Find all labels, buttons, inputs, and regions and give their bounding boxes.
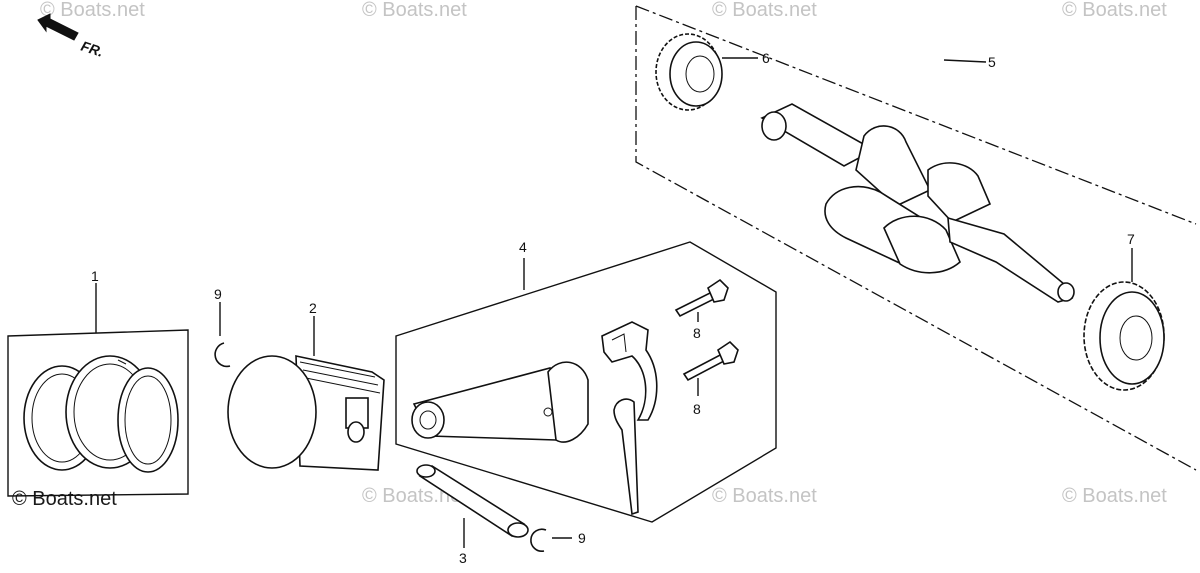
part-7-governor-gear[interactable]: 7 <box>1083 231 1165 391</box>
watermark: © Boats.net <box>1062 0 1167 21</box>
part-8-rod-bolt-lower[interactable]: 8 <box>682 340 739 417</box>
governor-gear-icon <box>1083 281 1165 391</box>
part-1-piston-ring-set[interactable]: 1 <box>7 268 189 497</box>
group-outline <box>635 6 1197 471</box>
group-outline <box>635 5 1197 225</box>
watermark: © Boats.net <box>362 0 467 21</box>
part-6-timing-gear[interactable]: 6 <box>655 33 770 111</box>
part-5-crankshaft-assembly[interactable]: 5 <box>635 5 1197 471</box>
front-direction-indicator: FR. <box>37 13 105 60</box>
crankshaft-assembly-icon <box>760 103 1075 303</box>
callout-1: 1 <box>91 268 99 284</box>
connecting-rod-assembly-icon <box>411 321 658 516</box>
part-9-pin-clip-lower[interactable]: 9 <box>530 528 586 552</box>
watermark: © Boats.net <box>40 0 145 21</box>
group-outline <box>395 241 777 523</box>
leader-line <box>943 59 987 63</box>
rod-bolt-icon <box>674 278 729 318</box>
callout-8: 8 <box>693 325 701 341</box>
front-label: FR. <box>79 38 105 60</box>
pin-clip-icon <box>530 528 547 552</box>
callout-2: 2 <box>309 300 317 316</box>
callout-9: 9 <box>578 530 586 546</box>
piston-ring-set-icon <box>23 355 179 473</box>
watermark: © Boats.net <box>1062 485 1167 507</box>
group-outline <box>7 329 189 497</box>
front-arrow-icon <box>37 13 79 41</box>
piston-icon <box>227 355 385 471</box>
watermark: © Boats.net <box>712 0 817 21</box>
piston-pin-icon <box>416 464 529 538</box>
timing-gear-icon <box>655 33 723 111</box>
callout-8: 8 <box>693 401 701 417</box>
part-2-piston[interactable]: 2 <box>227 300 385 471</box>
part-8-rod-bolt-upper[interactable]: 8 <box>674 278 729 341</box>
watermark: © Boats.net <box>712 485 817 507</box>
watermark-primary: © Boats.net <box>12 488 117 510</box>
rod-bolt-icon <box>682 340 739 382</box>
part-4-connecting-rod-assembly[interactable]: 4 <box>395 239 777 523</box>
callout-6: 6 <box>762 50 770 66</box>
callout-9: 9 <box>214 286 222 302</box>
pin-clip-icon <box>214 342 231 368</box>
callout-3: 3 <box>459 550 467 566</box>
callout-4: 4 <box>519 239 527 255</box>
callout-5: 5 <box>988 54 996 70</box>
callout-7: 7 <box>1127 231 1135 247</box>
part-3-piston-pin[interactable]: 3 <box>416 464 529 566</box>
part-9-pin-clip-upper[interactable]: 9 <box>214 286 231 368</box>
